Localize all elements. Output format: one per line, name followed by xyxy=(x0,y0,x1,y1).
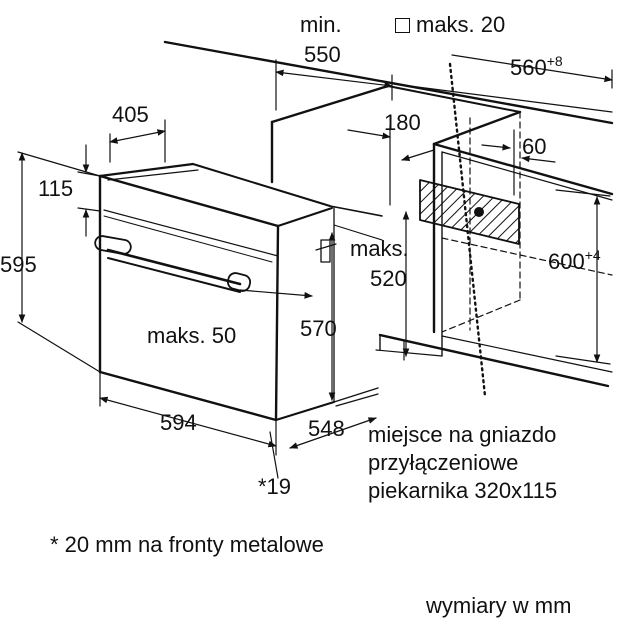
dim-594: 594 xyxy=(160,410,197,435)
dim-maks-20: maks. 20 xyxy=(395,14,505,36)
dimension-lines xyxy=(17,54,613,479)
dim-600: 600+4 xyxy=(548,244,601,273)
metal-fronts-note: * 20 mm na fronty metalowe xyxy=(50,532,324,557)
socket-note-line-3: piekarnika 320x115 xyxy=(368,478,558,503)
dim-600-tolerance: +4 xyxy=(584,247,601,263)
dim-180: 180 xyxy=(384,110,421,135)
min-label: min. xyxy=(300,12,342,37)
dim-570: 570 xyxy=(300,316,337,341)
socket-area xyxy=(419,179,520,245)
square-outline-icon xyxy=(395,18,410,33)
socket-note-line-2: przyłączeniowe xyxy=(368,450,519,475)
dim-548: 548 xyxy=(308,416,345,441)
oven-body xyxy=(94,162,383,422)
maks-label: maks. xyxy=(350,236,409,261)
dim-560-tolerance: +8 xyxy=(546,53,563,69)
dim-560: 560+8 xyxy=(510,50,563,79)
dim-520: 520 xyxy=(370,266,407,291)
socket-note: miejsce na gniazdo przyłączeniowe piekar… xyxy=(368,421,557,505)
dim-600-value: 600 xyxy=(548,249,585,274)
dim-595: 595 xyxy=(0,252,37,277)
maks-20-text: maks. 20 xyxy=(416,12,506,37)
dim-405: 405 xyxy=(112,102,149,127)
dim-maks-50: maks. 50 xyxy=(147,323,237,348)
units-note: wymiary w mm xyxy=(426,593,572,618)
dim-60: 60 xyxy=(522,134,547,159)
socket-note-line-1: miejsce na gniazdo xyxy=(368,422,557,447)
dim-550: 550 xyxy=(304,42,341,67)
dim-19: *19 xyxy=(258,474,292,499)
dim-115: 115 xyxy=(38,176,74,201)
dim-560-value: 560 xyxy=(510,55,547,80)
